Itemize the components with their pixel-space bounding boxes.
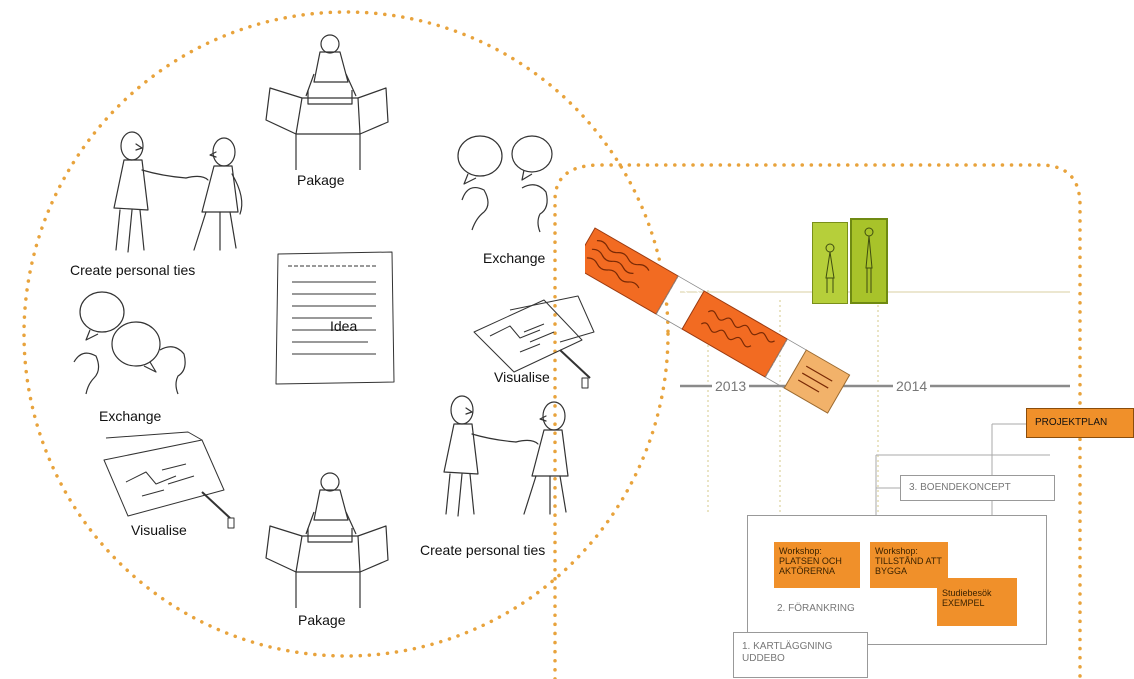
studiebesok-box: Studiebesök EXEMPEL [937, 578, 1017, 626]
exchange-right-label: Exchange [483, 250, 546, 266]
figure-panel-left [812, 222, 848, 304]
people-handshake-right-icon [443, 395, 569, 517]
kartlaggning-box: 1. KARTLÄGGNING UDDEBO [733, 632, 868, 678]
drawing-papers-right-icon [473, 295, 595, 389]
visualise-left-label: Visualise [131, 522, 187, 538]
boendekoncept-box: 3. BOENDEKONCEPT [900, 475, 1055, 501]
forankring-label: 2. FÖRANKRING [777, 603, 855, 614]
concept-circle-outline [22, 10, 670, 658]
paper-strip-diagonal [585, 227, 851, 414]
year-2013-label: 2013 [712, 378, 750, 394]
workshop-tillstand-label: Workshop: TILLSTÅND ATT BYGGA [875, 546, 942, 576]
idea-paper-icon [275, 251, 395, 385]
pakage-bottom-label: Pakage [298, 612, 346, 628]
projektplan-label: PROJEKTPLAN [1035, 417, 1108, 428]
idea-label: Idea [330, 318, 358, 334]
people-handshake-left-icon [113, 131, 243, 253]
drawing-papers-left-icon [103, 431, 235, 529]
studiebesok-label: Studiebesök EXEMPEL [942, 588, 992, 608]
kartlaggning-label: 1. KARTLÄGGNING UDDEBO [742, 641, 833, 664]
visualise-right-label: Visualise [494, 369, 550, 385]
workshop-platsen-label: Workshop: PLATSEN OCH AKTÖRERNA [779, 546, 842, 576]
workshop-platsen-box: Workshop: PLATSEN OCH AKTÖRERNA [774, 542, 860, 588]
pakage-top-label: Pakage [297, 172, 345, 188]
workshop-tillstand-box: Workshop: TILLSTÅND ATT BYGGA [870, 542, 948, 588]
package-open-box-bottom-icon [265, 472, 389, 608]
create-ties-left-label: Create personal ties [70, 262, 196, 278]
exchange-left-label: Exchange [99, 408, 162, 424]
figure-panel-right [850, 218, 888, 304]
projektplan-box: PROJEKTPLAN [1026, 408, 1134, 438]
package-open-box-top-icon [265, 34, 389, 170]
speech-bubbles-right-icon [457, 135, 553, 233]
speech-bubbles-left-icon [73, 291, 186, 395]
create-ties-right-label: Create personal ties [420, 542, 546, 558]
figure-sketch-icon [825, 227, 874, 293]
timeline-panel-outline [553, 163, 1082, 679]
year-2014-label: 2014 [893, 378, 931, 394]
boendekoncept-label: 3. BOENDEKONCEPT [909, 482, 1011, 493]
